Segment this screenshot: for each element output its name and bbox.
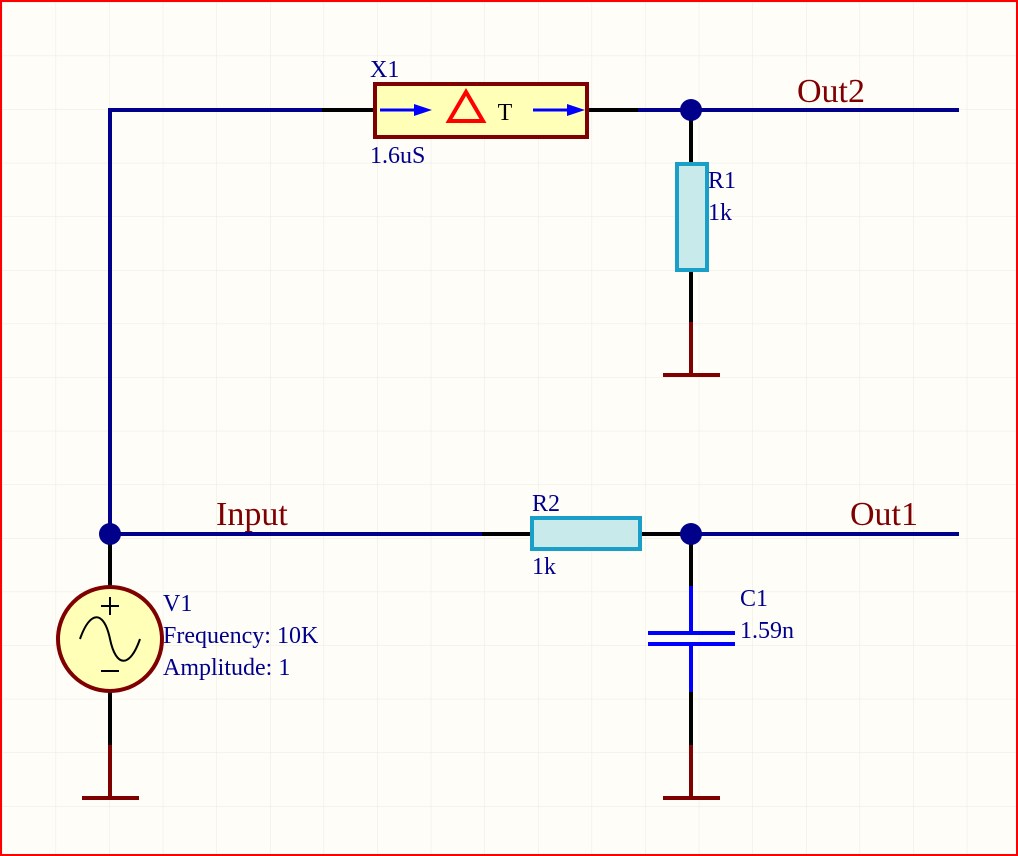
- grounds: [82, 322, 720, 800]
- ground-symbol-r1[interactable]: [663, 322, 720, 377]
- component-v1[interactable]: [56, 585, 164, 693]
- arrow-right-icon: [380, 104, 432, 116]
- x1-designator: X1: [370, 57, 399, 83]
- delta-icon: [445, 88, 487, 123]
- plus-icon: [101, 597, 119, 615]
- sine-wave-icon: [79, 616, 141, 662]
- c1-designator: C1: [740, 586, 768, 612]
- arrow-right-icon: [533, 104, 585, 116]
- wire-input-vertical[interactable]: [108, 108, 324, 536]
- junction-dot: [680, 99, 702, 121]
- v1-amplitude: Amplitude: 1: [163, 655, 290, 681]
- component-x1[interactable]: T: [373, 82, 589, 139]
- r1-designator: R1: [708, 168, 736, 194]
- r1-value: 1k: [708, 200, 732, 226]
- v1-designator: V1: [163, 591, 192, 617]
- v1-frequency: Frequency: 10K: [163, 623, 319, 649]
- r1-body[interactable]: [675, 162, 709, 272]
- r2-body[interactable]: [530, 516, 642, 551]
- r2-value: 1k: [532, 554, 556, 580]
- junction-dot: [99, 523, 121, 545]
- c1-value: 1.59n: [740, 618, 794, 644]
- x1-value: 1.6uS: [370, 143, 425, 169]
- component-r1[interactable]: [675, 162, 709, 272]
- component-c1[interactable]: [648, 586, 735, 692]
- junctions: [99, 99, 702, 545]
- net-label-out1[interactable]: Out1: [850, 496, 918, 533]
- component-r2[interactable]: [530, 516, 642, 551]
- ground-symbol-c1[interactable]: [663, 745, 720, 800]
- r2-designator: R2: [532, 491, 560, 517]
- net-label-input[interactable]: Input: [216, 496, 288, 533]
- x1-symbol-text: T: [498, 100, 513, 126]
- junction-dot: [680, 523, 702, 545]
- ground-symbol-v1[interactable]: [82, 745, 139, 800]
- net-label-out2[interactable]: Out2: [797, 73, 865, 110]
